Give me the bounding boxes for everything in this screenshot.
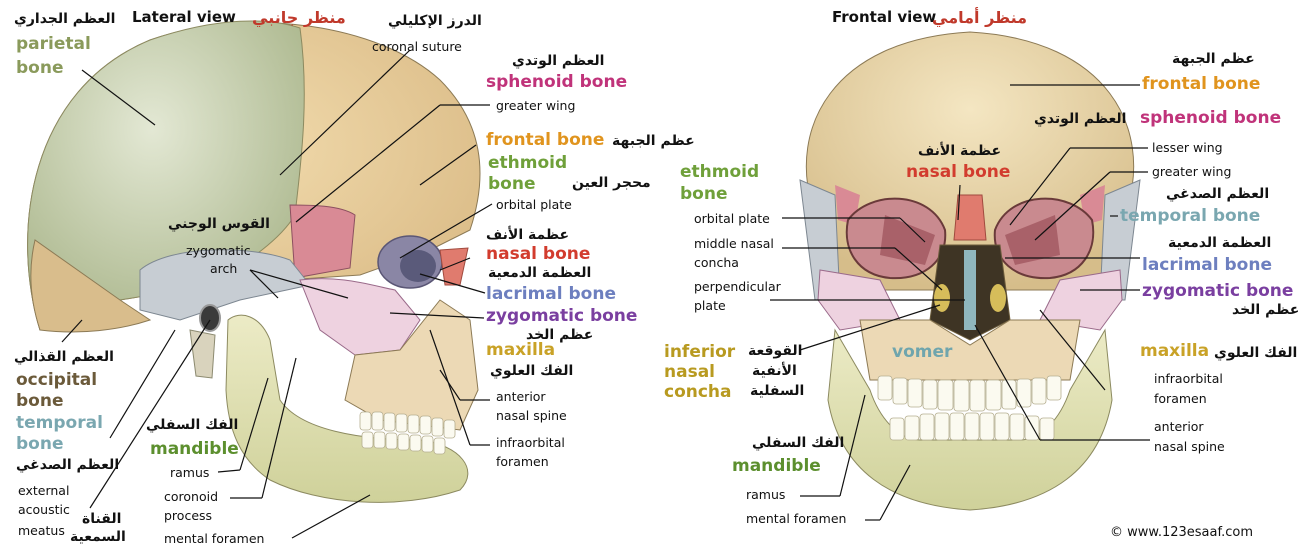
label-eam-1: external xyxy=(18,484,69,497)
label-temporal-en-2: bone xyxy=(16,436,63,454)
label-f-sphenoid-en: sphenoid bone xyxy=(1140,110,1281,128)
label-f-maxilla-ar: الفك العلوي xyxy=(1214,346,1297,361)
label-f-mnc-1: middle nasal xyxy=(694,237,774,250)
label-occipital-en-1: occipital xyxy=(16,372,97,390)
label-frontal-en: frontal bone xyxy=(486,132,604,150)
label-iof-2: foramen xyxy=(496,455,549,468)
label-f-lacrimal-en: lacrimal bone xyxy=(1142,257,1272,275)
label-f-greater-wing: greater wing xyxy=(1152,165,1231,178)
label-f-nasal-ar: عظمة الأنف xyxy=(918,144,1001,159)
label-temporal-en-1: temporal xyxy=(16,415,103,433)
label-ans-2: nasal spine xyxy=(496,409,567,422)
lateral-sphenoid xyxy=(290,205,355,278)
label-f-mandible-en: mandible xyxy=(732,458,821,476)
label-ethmoid-en-2: bone xyxy=(488,176,535,194)
label-f-pp-2: plate xyxy=(694,299,726,312)
label-lacrimal-ar: العظمة الدمعية xyxy=(488,266,591,281)
label-occipital-en-2: bone xyxy=(16,393,63,411)
label-f-lesser-wing: lesser wing xyxy=(1152,141,1223,154)
frontal-view-title: Frontal view xyxy=(832,10,936,26)
label-maxilla-en: maxilla xyxy=(486,342,555,360)
label-sphenoid-en: sphenoid bone xyxy=(486,74,627,92)
label-temporal-ar: العظم الصدغي xyxy=(16,458,119,473)
lateral-ear-canal xyxy=(200,305,220,331)
label-f-inc-en-3: concha xyxy=(664,384,732,402)
label-f-zygomatic-ar: عظم الخد xyxy=(1232,303,1299,318)
frontal-view-title-ar: منظر أمامي xyxy=(932,10,1027,27)
label-f-mandible-ar: الفك السفلي xyxy=(752,436,844,451)
label-iof-1: infraorbital xyxy=(496,436,565,449)
label-f-ans-2: nasal spine xyxy=(1154,440,1225,453)
label-parietal-ar: العظم الجداري xyxy=(14,12,115,27)
label-f-inc-en-2: nasal xyxy=(664,364,715,382)
label-eam-3: meatus xyxy=(18,524,65,537)
label-f-inc-en-1: inferior xyxy=(664,344,735,362)
label-f-inc-ar-2: الأنفية xyxy=(752,364,797,379)
label-mandible-en: mandible xyxy=(150,441,239,459)
label-canal-ar-2: السمعية xyxy=(70,530,126,545)
label-f-mnc-2: concha xyxy=(694,256,739,269)
label-ethmoid-en-1: ethmoid xyxy=(488,155,567,173)
lateral-zygomatic xyxy=(300,279,420,355)
lateral-mastoid xyxy=(190,330,215,378)
label-ans-1: anterior xyxy=(496,390,546,403)
lateral-view-title-ar: منظر جانبي xyxy=(252,10,346,27)
frontal-concha-right xyxy=(990,284,1006,312)
label-zyg-arch-en-2: arch xyxy=(210,262,237,275)
label-ramus: ramus xyxy=(170,466,209,479)
label-f-ans-1: anterior xyxy=(1154,420,1204,433)
label-f-iof-2: foramen xyxy=(1154,392,1207,405)
label-f-sphenoid-ar: العظم الوتدي xyxy=(1034,112,1126,127)
label-f-ethmoid-en-2: bone xyxy=(680,186,727,204)
label-orbit-ar: محجر العين xyxy=(572,176,651,191)
label-f-frontal-ar: عظم الجبهة xyxy=(1172,52,1255,67)
frontal-vomer xyxy=(964,250,976,330)
label-f-frontal-en: frontal bone xyxy=(1142,76,1260,94)
label-zyg-arch-ar: القوس الوجني xyxy=(168,217,270,232)
label-f-vomer: vomer xyxy=(892,344,952,362)
label-lacrimal-en: lacrimal bone xyxy=(486,286,616,304)
label-coronal-ar: الدرز الإكليلي xyxy=(388,14,482,29)
copyright: © www.123esaaf.com xyxy=(1110,526,1253,540)
label-orbital-plate: orbital plate xyxy=(496,198,572,211)
label-f-lacrimal-ar: العظمة الدمعية xyxy=(1168,236,1271,251)
label-f-inc-ar-3: السفلية xyxy=(750,384,804,399)
lateral-nasal xyxy=(440,248,468,285)
label-zyg-arch-en-1: zygomatic xyxy=(186,244,251,257)
label-maxilla-ar: الفك العلوي xyxy=(490,364,573,379)
label-zygomatic-en: zygomatic bone xyxy=(486,308,637,326)
label-nasal-ar: عظمة الأنف xyxy=(486,228,569,243)
label-eam-2: acoustic xyxy=(18,503,70,516)
label-coronoid-2: process xyxy=(164,509,212,522)
label-f-mental-foramen: mental foramen xyxy=(746,512,846,525)
label-coronoid-1: coronoid xyxy=(164,490,218,503)
frontal-upper-teeth xyxy=(878,376,1061,411)
label-frontal-ar: عظم الجبهة xyxy=(612,134,695,149)
frontal-skull xyxy=(800,32,1140,510)
label-f-nasal-en: nasal bone xyxy=(906,164,1010,182)
label-f-zygomatic-en: zygomatic bone xyxy=(1142,283,1293,301)
label-mandible-ar: الفك السفلي xyxy=(146,418,238,433)
label-f-maxilla-en: maxilla xyxy=(1140,343,1209,361)
frontal-concha-left xyxy=(934,284,950,312)
label-f-iof-1: infraorbital xyxy=(1154,372,1223,385)
label-f-temporal-ar: العظم الصدغي xyxy=(1166,187,1269,202)
label-f-ramus: ramus xyxy=(746,488,785,501)
label-f-ethmoid-en-1: ethmoid xyxy=(680,164,759,182)
label-parietal-en-2: bone xyxy=(16,60,63,78)
label-mental-foramen: mental foramen xyxy=(164,532,264,545)
label-parietal-en-1: parietal xyxy=(16,36,91,54)
frontal-lower-teeth xyxy=(890,413,1054,440)
label-f-temporal-en: temporal bone xyxy=(1120,208,1260,226)
label-f-pp-1: perpendicular xyxy=(694,280,781,293)
label-occipital-ar: العظم القذالي xyxy=(14,350,114,365)
label-sphenoid-ar: العظم الوتدي xyxy=(512,54,604,69)
label-f-inc-ar-1: القوقعة xyxy=(748,344,802,359)
lateral-view-title: Lateral view xyxy=(132,10,236,26)
label-greater-wing: greater wing xyxy=(496,99,575,112)
label-canal-ar-1: القناة xyxy=(82,512,121,527)
label-coronal-en: coronal suture xyxy=(372,40,462,53)
label-nasal-en: nasal bone xyxy=(486,246,590,264)
label-f-orbital-plate: orbital plate xyxy=(694,212,770,225)
